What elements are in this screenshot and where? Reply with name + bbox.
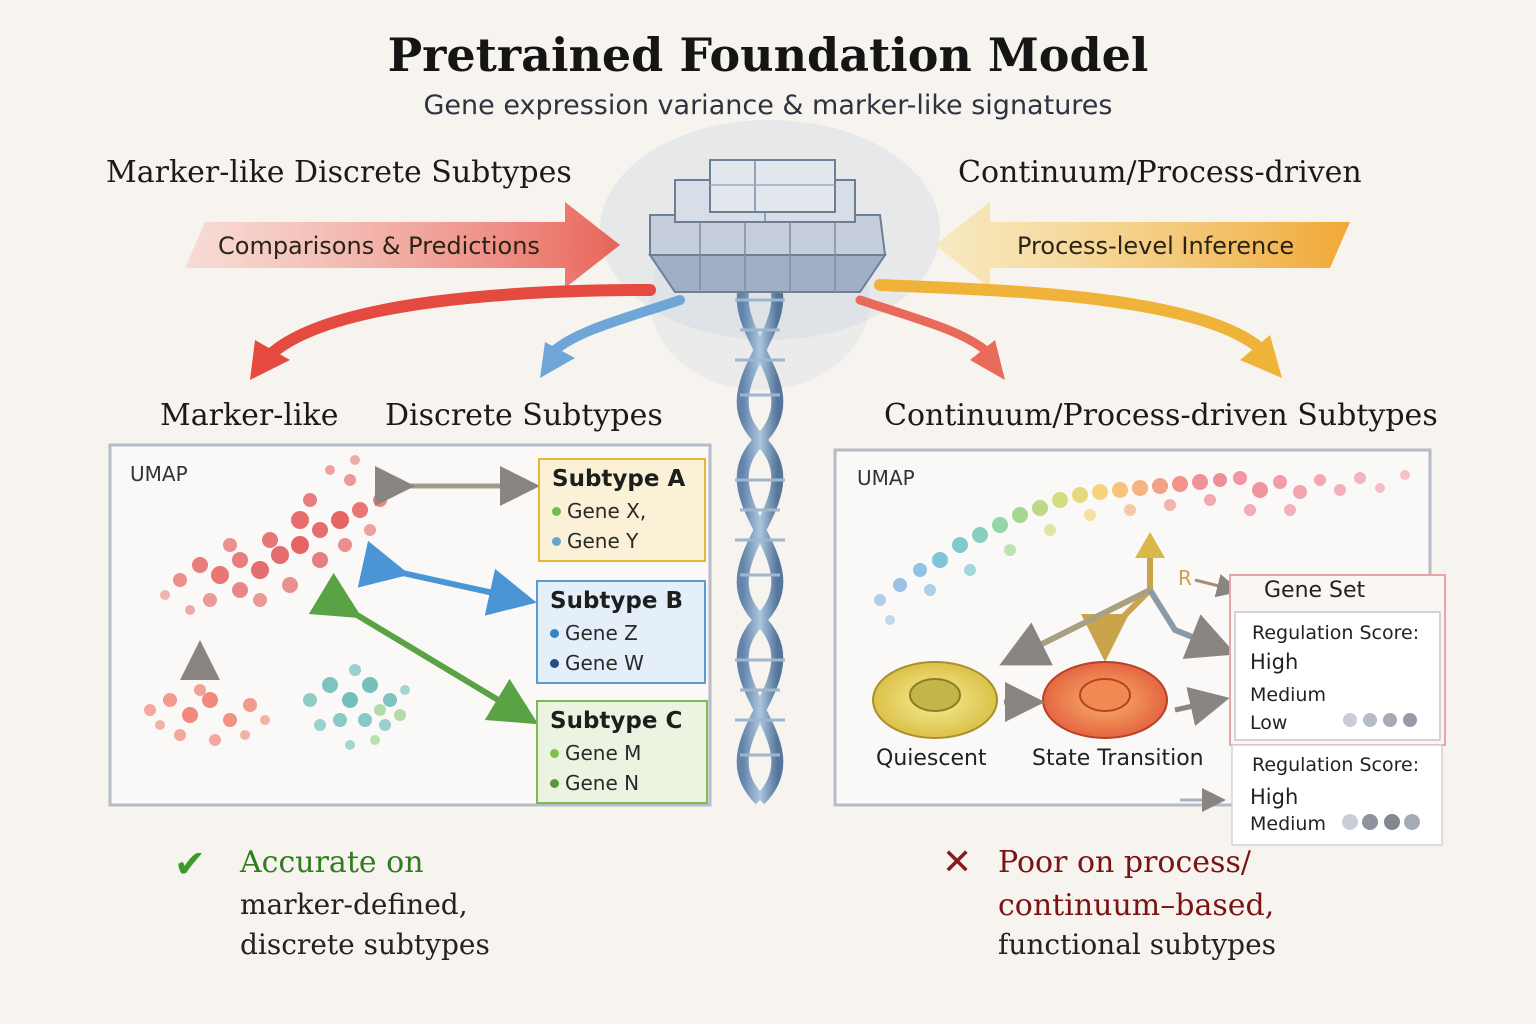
gene-dot-icon xyxy=(552,536,561,546)
marker-like-label: Marker-like xyxy=(160,398,339,433)
subtype-b-gene-1: Gene Z xyxy=(550,618,692,648)
red-right-curved-arrow-head xyxy=(970,340,1005,380)
subtype-a-title: Subtype A xyxy=(552,466,686,492)
subtype-c-gene-2: Gene N xyxy=(550,768,694,798)
subtype-b-title: Subtype B xyxy=(550,588,683,614)
page-title: Pretrained Foundation Model xyxy=(387,28,1149,82)
transition-nucleus xyxy=(1079,678,1131,712)
regulation-panel-2 xyxy=(1231,744,1443,846)
right-result-line3: functional subtypes xyxy=(998,928,1277,961)
gene-dot-icon xyxy=(550,778,559,788)
check-icon: ✔ xyxy=(174,842,206,886)
continuum-subtypes-label: Continuum/Process-driven Subtypes xyxy=(884,398,1438,433)
right-header: Continuum/Process-driven xyxy=(958,155,1362,190)
right-big-arrow xyxy=(935,202,1350,288)
gene-dot-icon xyxy=(550,748,559,758)
subtype-b-box: Subtype B Gene Z Gene W xyxy=(536,580,706,684)
gold-curved-arrow-head xyxy=(1240,335,1282,378)
arrow-to-subtype-c xyxy=(308,572,539,725)
panel2-heading: Regulation Score: xyxy=(1252,754,1420,776)
left-umap-label: UMAP xyxy=(130,462,188,486)
left-result-line3: discrete subtypes xyxy=(240,928,490,961)
panel1-medium: Medium xyxy=(1250,684,1326,706)
dna-helix xyxy=(735,255,785,805)
red-curved-arrow xyxy=(264,284,656,361)
left-result-line2: marker-defined, xyxy=(240,888,468,921)
right-result-line2: continuum–based, xyxy=(998,888,1275,923)
right-umap-label: UMAP xyxy=(857,466,915,490)
model-block-stack xyxy=(648,159,887,293)
panel2-medium: Medium xyxy=(1250,813,1326,835)
subtype-a-box: Subtype A Gene X, Gene Y xyxy=(538,458,706,562)
subtype-a-gene-1: Gene X, xyxy=(552,496,692,526)
r-to-geneset-arrow xyxy=(1194,573,1241,598)
red-curved-arrow-head xyxy=(250,340,290,380)
subtype-c-gene-1: Gene M xyxy=(550,738,694,768)
left-orange-cluster xyxy=(144,684,270,746)
panel2-high: High xyxy=(1250,785,1299,809)
subtype-a-gene-2: Gene Y xyxy=(552,526,692,556)
red-right-curved-arrow xyxy=(855,295,990,355)
cross-icon: ✕ xyxy=(942,842,973,883)
quiescent-label: Quiescent xyxy=(876,746,987,771)
right-result-line1: Poor on process/ xyxy=(998,845,1251,880)
low-dots xyxy=(1343,713,1417,727)
gene-dot-icon xyxy=(550,658,559,668)
panel1-heading: Regulation Score: xyxy=(1252,622,1420,644)
left-big-arrow xyxy=(185,202,620,288)
branch-up-arrowhead xyxy=(1135,532,1165,558)
panel1-low: Low xyxy=(1250,712,1288,734)
blue-curved-arrow xyxy=(550,295,685,355)
blue-curved-arrow-head xyxy=(540,342,575,378)
quiescent-nucleus xyxy=(909,678,961,712)
left-red-cluster xyxy=(160,455,387,615)
state-transition-label: State Transition xyxy=(1032,746,1204,771)
gene-dot-icon xyxy=(552,506,561,516)
discrete-subtypes-label: Discrete Subtypes xyxy=(385,398,663,433)
panel1-high: High xyxy=(1250,650,1299,674)
medium-dots xyxy=(1342,814,1420,830)
subtype-c-title: Subtype C xyxy=(550,708,683,734)
r-mark: R xyxy=(1178,566,1192,590)
left-result-line1: Accurate on xyxy=(240,845,424,880)
gold-curved-arrow xyxy=(874,279,1268,356)
left-header: Marker-like Discrete Subtypes xyxy=(106,155,572,190)
continuum-points xyxy=(874,470,1410,625)
branching-arrows xyxy=(999,550,1237,666)
transition-to-panel-arrow xyxy=(1174,686,1230,727)
left-arrow-label: Comparisons & Predictions xyxy=(218,232,540,260)
right-arrow-label: Process-level Inference xyxy=(1017,232,1295,260)
gene-dot-icon xyxy=(550,628,559,638)
subtype-c-box: Subtype C Gene M Gene N xyxy=(536,700,708,804)
subtype-b-gene-2: Gene W xyxy=(550,648,692,678)
gene-set-title: Gene Set xyxy=(1264,578,1366,603)
page-subtitle: Gene expression variance & marker-like s… xyxy=(423,90,1113,121)
